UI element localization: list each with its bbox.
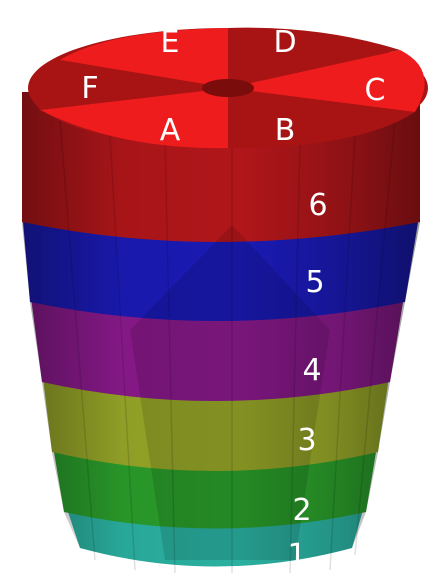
sector-label-c: C <box>365 73 386 108</box>
sector-label-d: D <box>273 25 296 60</box>
layer-label-3: 3 <box>297 423 316 458</box>
layer-label-4: 4 <box>302 353 321 388</box>
layer-label-1: 1 <box>287 538 306 573</box>
layer-label-2: 2 <box>292 493 311 528</box>
top-hub <box>202 79 254 97</box>
sector-label-b: B <box>275 113 296 148</box>
sector-label-f: F <box>81 71 98 106</box>
sector-label-a: A <box>160 113 181 148</box>
layer-label-5: 5 <box>305 265 324 300</box>
sector-label-e: E <box>161 25 180 60</box>
layer-label-6: 6 <box>308 188 327 223</box>
